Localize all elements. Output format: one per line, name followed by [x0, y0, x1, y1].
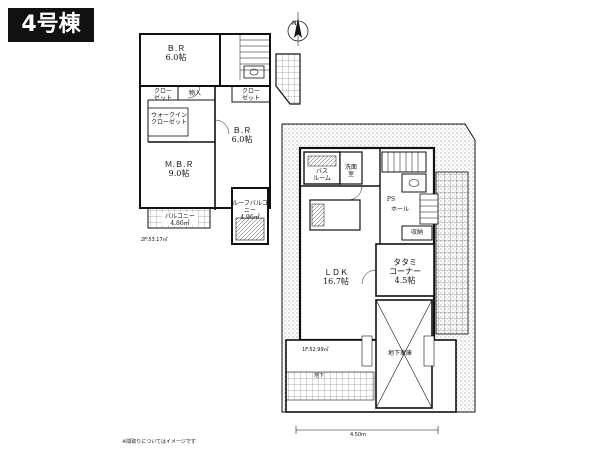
- compass-north-label: N: [292, 20, 297, 27]
- room-closet1-label: クロー ゼット: [153, 88, 172, 102]
- room-storage-label: 物入: [188, 90, 201, 97]
- room-garage-label: 地下車庫: [387, 350, 412, 357]
- floor1-depth-label: 地下: [314, 373, 325, 379]
- room-bath-label: バス ルーム: [313, 168, 331, 182]
- building-number-badge: 4号棟: [8, 8, 94, 42]
- room-wash-label: 洗面 室: [344, 164, 357, 178]
- room-closet2-label: クロー ゼット: [241, 88, 260, 102]
- room-ps-label: PS: [386, 196, 396, 203]
- floor2-plan: [139, 33, 301, 245]
- floor1-plan: [281, 123, 476, 434]
- floor2-area-label: 2F:53.17㎡: [141, 237, 168, 243]
- room-storage1f-label: 収納: [410, 229, 423, 236]
- compass: [287, 12, 309, 46]
- room-wic-label: ウォークイン クローゼット: [150, 112, 187, 126]
- floor1-area-label: 1F:52.99㎡: [302, 347, 329, 353]
- frontage-dimension-label: 4.50m: [350, 432, 367, 438]
- room-hall-label: ホール: [390, 206, 409, 213]
- footnote: ※間取りについてはイメージです: [122, 439, 196, 445]
